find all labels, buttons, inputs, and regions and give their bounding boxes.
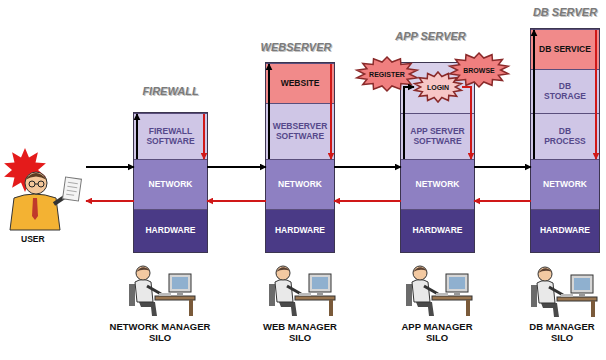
layer-label: HARDWARE	[411, 226, 463, 236]
starburst-outline	[415, 72, 462, 102]
manager-figure	[406, 266, 472, 316]
starburst-label: BROWSE	[463, 67, 495, 74]
request-arrow	[334, 166, 401, 168]
stack-heading: WEBSERVER	[261, 41, 332, 54]
stack-heading: DB SERVER	[533, 6, 597, 19]
server-stack: APP SERVERREGISTERLOGINBROWSEAPP SERVER …	[400, 62, 475, 253]
request-arrow	[86, 166, 134, 168]
layer-label: WEBSITE	[280, 79, 321, 89]
layer-label: WEBSERVER SOFTWARE	[271, 122, 329, 142]
starburst: LOGIN	[414, 72, 462, 102]
response-arrow	[334, 200, 401, 202]
silo-label-box: APP MANAGER SILO	[392, 321, 482, 343]
request-arrow	[207, 166, 266, 168]
user-label: USER	[20, 235, 46, 244]
network-layer: NETWORK	[266, 159, 334, 209]
software-layer: FIREWALL SOFTWARE	[134, 113, 207, 159]
software-layer: APP SERVER SOFTWARE	[401, 113, 474, 159]
layer-label: HARDWARE	[539, 226, 591, 236]
layer-label: NETWORK	[277, 180, 323, 190]
hardware-layer: HARDWARE	[134, 209, 207, 252]
layer-label: HARDWARE	[144, 226, 196, 236]
manager-figure	[269, 266, 335, 316]
manager-figure	[129, 266, 195, 316]
response-arrow	[474, 200, 531, 202]
hardware-layer: HARDWARE	[401, 209, 474, 252]
user-figure	[4, 148, 81, 230]
service-layer: WEBSITE	[266, 63, 334, 103]
silo-label-box: NETWORK MANAGER SILO	[105, 321, 215, 343]
server-stack: FIREWALLFIREWALL SOFTWARENETWORKHARDWARE	[133, 112, 208, 253]
server-stack: WEBSERVERWEBSITEWEBSERVER SOFTWARENETWOR…	[265, 62, 335, 253]
starburst: REGISTER	[356, 57, 418, 91]
stack-heading: APP SERVER	[395, 30, 466, 43]
layer-label: HARDWARE	[274, 226, 326, 236]
software-layer: WEBSERVER SOFTWARE	[266, 103, 334, 159]
layer-label: NETWORK	[148, 180, 194, 190]
user-node: USER	[0, 140, 86, 246]
layer-label: DB STORAGE	[536, 82, 594, 102]
starburst-label: REGISTER	[369, 71, 405, 78]
network-layer: NETWORK	[134, 159, 207, 209]
process-layer: DB PROCESS	[531, 113, 599, 159]
network-layer: NETWORK	[401, 159, 474, 209]
starburst-outline	[450, 53, 508, 87]
storage-layer: DB STORAGE	[531, 69, 599, 113]
server-stack: DB SERVERDB SERVICEDB STORAGEDB PROCESSN…	[530, 28, 600, 253]
silo-label-box: WEB MANAGER SILO	[255, 321, 345, 343]
request-arrow	[474, 166, 531, 168]
layer-label: NETWORK	[415, 180, 461, 190]
service-layer: DB SERVICE	[531, 29, 599, 69]
hardware-layer: HARDWARE	[266, 209, 334, 252]
layer-label: NETWORK	[542, 180, 588, 190]
manager-figure	[531, 267, 597, 317]
silo-label: APP MANAGER SILO	[392, 321, 482, 343]
silo-label: DB MANAGER SILO	[522, 321, 602, 343]
layer-label: APP SERVER SOFTWARE	[406, 127, 469, 147]
silo-label-box: DB MANAGER SILO	[522, 321, 602, 343]
network-layer: NETWORK	[531, 159, 599, 209]
silo-label: NETWORK MANAGER SILO	[105, 321, 215, 343]
response-arrow	[207, 200, 266, 202]
hardware-layer: HARDWARE	[531, 209, 599, 252]
starburst-outline	[357, 57, 417, 91]
starburst: BROWSE	[449, 53, 509, 87]
layer-label: DB PROCESS	[536, 127, 594, 147]
silo-label: WEB MANAGER SILO	[255, 321, 345, 343]
starburst-label: LOGIN	[427, 84, 449, 91]
layer-label: FIREWALL SOFTWARE	[139, 127, 202, 147]
layer-label: DB SERVICE	[538, 45, 592, 55]
response-arrow	[86, 200, 134, 202]
stack-heading: FIREWALL	[142, 85, 198, 98]
